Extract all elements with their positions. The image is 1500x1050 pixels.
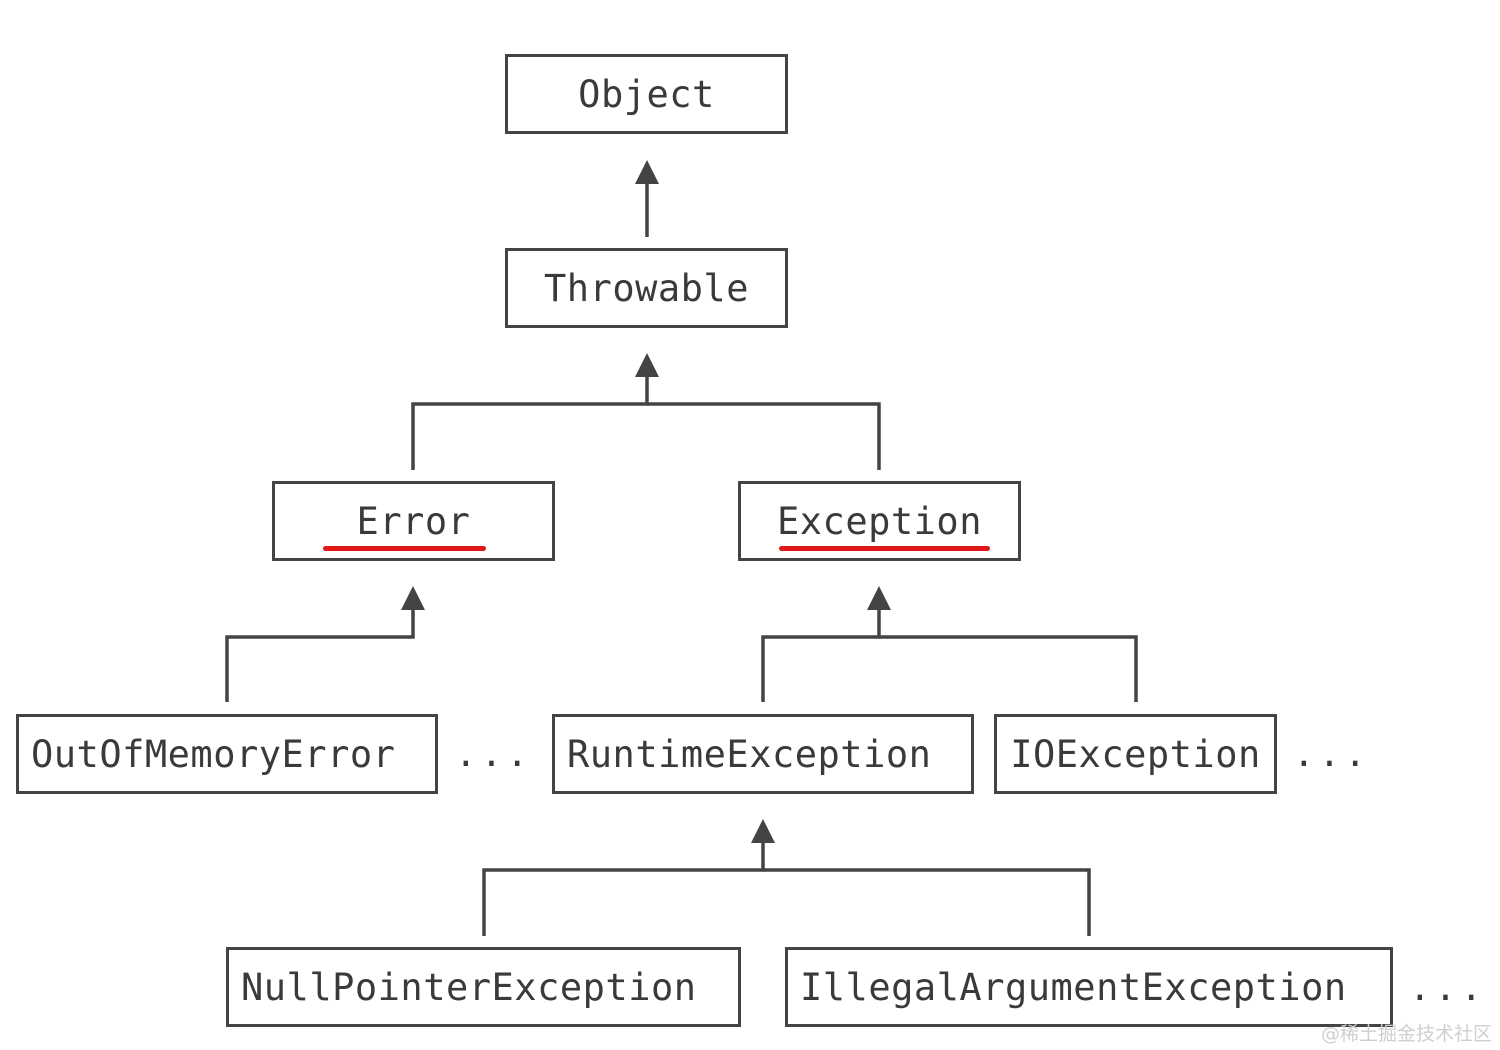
node-io-exception-label: IOException (1010, 732, 1261, 776)
connector-error-throwable (411, 375, 649, 470)
node-null-pointer-exception-label: NullPointerException (241, 965, 697, 1009)
node-error-label: Error (356, 499, 471, 543)
node-exception-label-wrap: Exception (777, 499, 990, 551)
node-runtime-exception-label: RuntimeException (567, 732, 932, 776)
connector-oome-error (225, 608, 415, 702)
connector-iae-runtime (763, 868, 1091, 936)
arrowhead-to-exception (867, 586, 891, 610)
node-throwable-label: Throwable (544, 266, 749, 310)
connector-runtime-exception (761, 608, 881, 702)
node-error-label-wrap: Error (322, 499, 487, 551)
connector-io-exception (879, 635, 1138, 702)
ellipsis-after-io-exception: ... (1293, 734, 1371, 775)
node-object-label: Object (578, 72, 715, 116)
ellipsis-after-illegal-argument-exception: ... (1409, 968, 1487, 1009)
highlight-underline-error (322, 545, 487, 551)
watermark-text: @稀土掘金技术社区 (1320, 1023, 1492, 1045)
node-illegal-argument-exception: IllegalArgumentException (785, 947, 1393, 1027)
connector-npe-runtime (482, 842, 765, 936)
node-out-of-memory-error: OutOfMemoryError (16, 714, 438, 794)
node-exception-label: Exception (777, 499, 982, 543)
arrowhead-to-throwable (635, 353, 659, 377)
node-error: Error (272, 481, 555, 561)
node-out-of-memory-error-label: OutOfMemoryError (31, 732, 396, 776)
arrowhead-to-runtime-exception (751, 819, 775, 843)
highlight-underline-exception (779, 545, 990, 551)
node-exception: Exception (738, 481, 1021, 561)
arrowhead-to-object (635, 160, 659, 184)
node-null-pointer-exception: NullPointerException (226, 947, 741, 1027)
node-runtime-exception: RuntimeException (552, 714, 974, 794)
arrowhead-to-error (401, 586, 425, 610)
node-io-exception: IOException (994, 714, 1277, 794)
node-throwable: Throwable (505, 248, 788, 328)
node-illegal-argument-exception-label: IllegalArgumentException (800, 965, 1347, 1009)
node-object: Object (505, 54, 788, 134)
connector-exception-throwable (647, 402, 881, 470)
ellipsis-after-out-of-memory-error: ... (455, 734, 533, 775)
